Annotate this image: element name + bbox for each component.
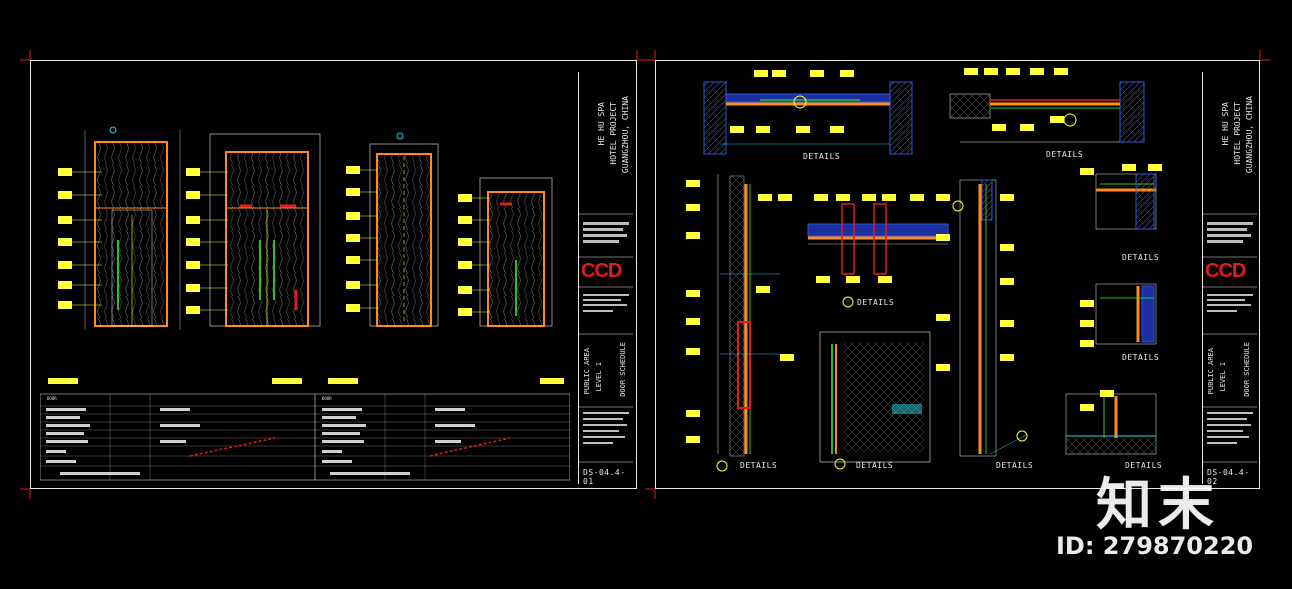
detail-section-tall-right	[952, 179, 1029, 457]
title-block-left-hotel: HE HU SPA	[597, 102, 606, 146]
detail-jamb-mid-right	[1095, 283, 1157, 345]
details-label-9: DETAILS	[1125, 461, 1163, 470]
details-label-8: DETAILS	[996, 461, 1034, 470]
details-label-7: DETAILS	[856, 461, 894, 470]
schedule-label-left-2: DOOR	[322, 396, 332, 401]
door-schedule-table-left	[40, 378, 570, 481]
door-elevation-2	[209, 133, 321, 327]
ccd-logo-left: CCD	[581, 260, 622, 282]
title-block-left-location: GUANGZHOU, CHINA	[621, 96, 630, 174]
title-block-right-area: PUBLIC AREA	[1207, 348, 1215, 395]
title-block-left-level: LEVEL 1	[595, 362, 603, 392]
details-label-4: DETAILS	[857, 298, 895, 307]
details-label-6: DETAILS	[740, 461, 778, 470]
ccd-logo-right: CCD	[1205, 260, 1246, 282]
title-block-left-title: DOOR SCHEDULE	[619, 342, 627, 397]
door-elevations-left	[58, 126, 553, 330]
title-block-left-area: PUBLIC AREA	[583, 348, 591, 395]
schedule-label-left-1: DOOR	[47, 396, 57, 401]
door-elevation-4	[479, 177, 553, 327]
title-block-right-title: DOOR SCHEDULE	[1243, 342, 1251, 397]
door-elevation-1	[84, 126, 181, 330]
details-label-2: DETAILS	[1046, 150, 1084, 159]
title-block-right-hotel: HE HU SPA	[1221, 102, 1230, 146]
watermark-id: ID: 279870220	[1056, 532, 1254, 560]
title-block-right-level: LEVEL 1	[1219, 362, 1227, 392]
sheet-number-right: DS-04.4-02	[1207, 468, 1250, 486]
detail-jamb-top-right	[1095, 173, 1157, 230]
sheet-number-left: DS-04.4-01	[583, 468, 626, 486]
title-block-right-location: GUANGZHOU, CHINA	[1245, 96, 1254, 174]
title-block-right-subtitle: HOTEL PROJECT	[1233, 102, 1242, 165]
door-details-right	[686, 68, 1162, 472]
detail-threshold-center	[819, 331, 931, 470]
details-label-3: DETAILS	[1122, 253, 1160, 262]
details-label-5: DETAILS	[1122, 353, 1160, 362]
watermark-logo: 知末	[1096, 473, 1220, 538]
door-elevation-3	[369, 132, 439, 327]
title-block-left-lines	[579, 213, 633, 463]
detail-head-1	[703, 81, 913, 155]
details-label-1: DETAILS	[803, 152, 841, 161]
detail-plan-center	[807, 203, 949, 308]
detail-section-tall-left	[716, 174, 780, 472]
title-block-left: HE HU SPA HOTEL PROJECT GUANGZHOU, CHINA…	[578, 72, 633, 486]
sheet-right-frame	[655, 60, 1260, 489]
title-block-right-lines	[1203, 213, 1257, 463]
detail-sill-bottom-right	[1065, 393, 1157, 455]
detail-head-2	[949, 81, 1145, 143]
sheet-right-crop-marks	[645, 50, 1270, 499]
sheet-left-frame	[30, 60, 637, 489]
title-block-left-subtitle: HOTEL PROJECT	[609, 102, 618, 165]
title-block-right: HE HU SPA HOTEL PROJECT GUANGZHOU, CHINA…	[1202, 72, 1257, 486]
